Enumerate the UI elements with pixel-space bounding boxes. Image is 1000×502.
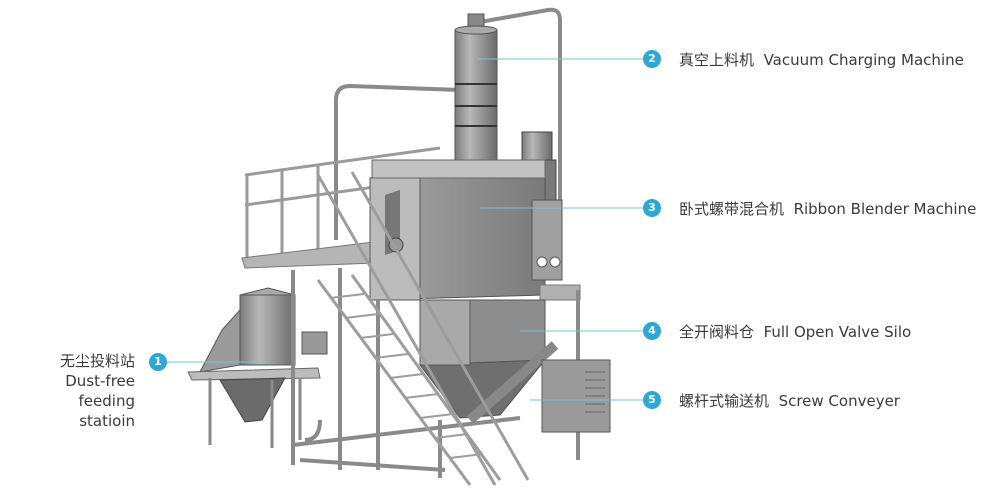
callout-5-cn: 螺杆式输送机 (679, 392, 770, 410)
callout-1-en-line1: Dust-free (65, 372, 135, 390)
callout-2-en: Vacuum Charging Machine (763, 51, 964, 69)
callout-3-badge: 3 (643, 199, 661, 217)
callout-1-en-line2: feeding statioin (78, 392, 135, 430)
callout-1-text: 无尘投料站 Dust-free feeding statioin (20, 351, 135, 431)
callout-1-badge: 1 (149, 353, 167, 371)
leader-lines (160, 58, 651, 401)
callout-4-badge: 4 (643, 322, 661, 340)
callout-3-cn: 卧式螺带混合机 (679, 200, 785, 218)
callout-1-cn: 无尘投料站 (59, 352, 135, 370)
callout-5-label: 螺杆式输送机 Screw Conveyer (679, 390, 900, 411)
callout-2-label: 真空上料机 Vacuum Charging Machine (679, 49, 964, 70)
support-frame (291, 268, 521, 478)
dust-free-feeding-station (187, 287, 328, 448)
callout-5-en: Screw Conveyer (778, 392, 900, 410)
callout-4-label: 全开阀料仓 Full Open Valve Silo (679, 321, 911, 342)
callout-3-label: 卧式螺带混合机 Ribbon Blender Machine (679, 198, 976, 219)
callout-2-badge: 2 (643, 50, 661, 68)
ribbon-blender-machine (369, 159, 563, 301)
vacuum-charging-machine (454, 13, 498, 161)
callout-4-cn: 全开阀料仓 (679, 323, 755, 341)
vacuum-pipe (334, 7, 562, 240)
callout-5-badge: 5 (643, 391, 661, 409)
callout-3-en: Ribbon Blender Machine (793, 200, 977, 218)
staircase (316, 171, 530, 486)
callout-4-en: Full Open Valve Silo (763, 323, 912, 341)
screw-conveyer (466, 341, 611, 433)
callout-2-cn: 真空上料机 (679, 51, 755, 69)
